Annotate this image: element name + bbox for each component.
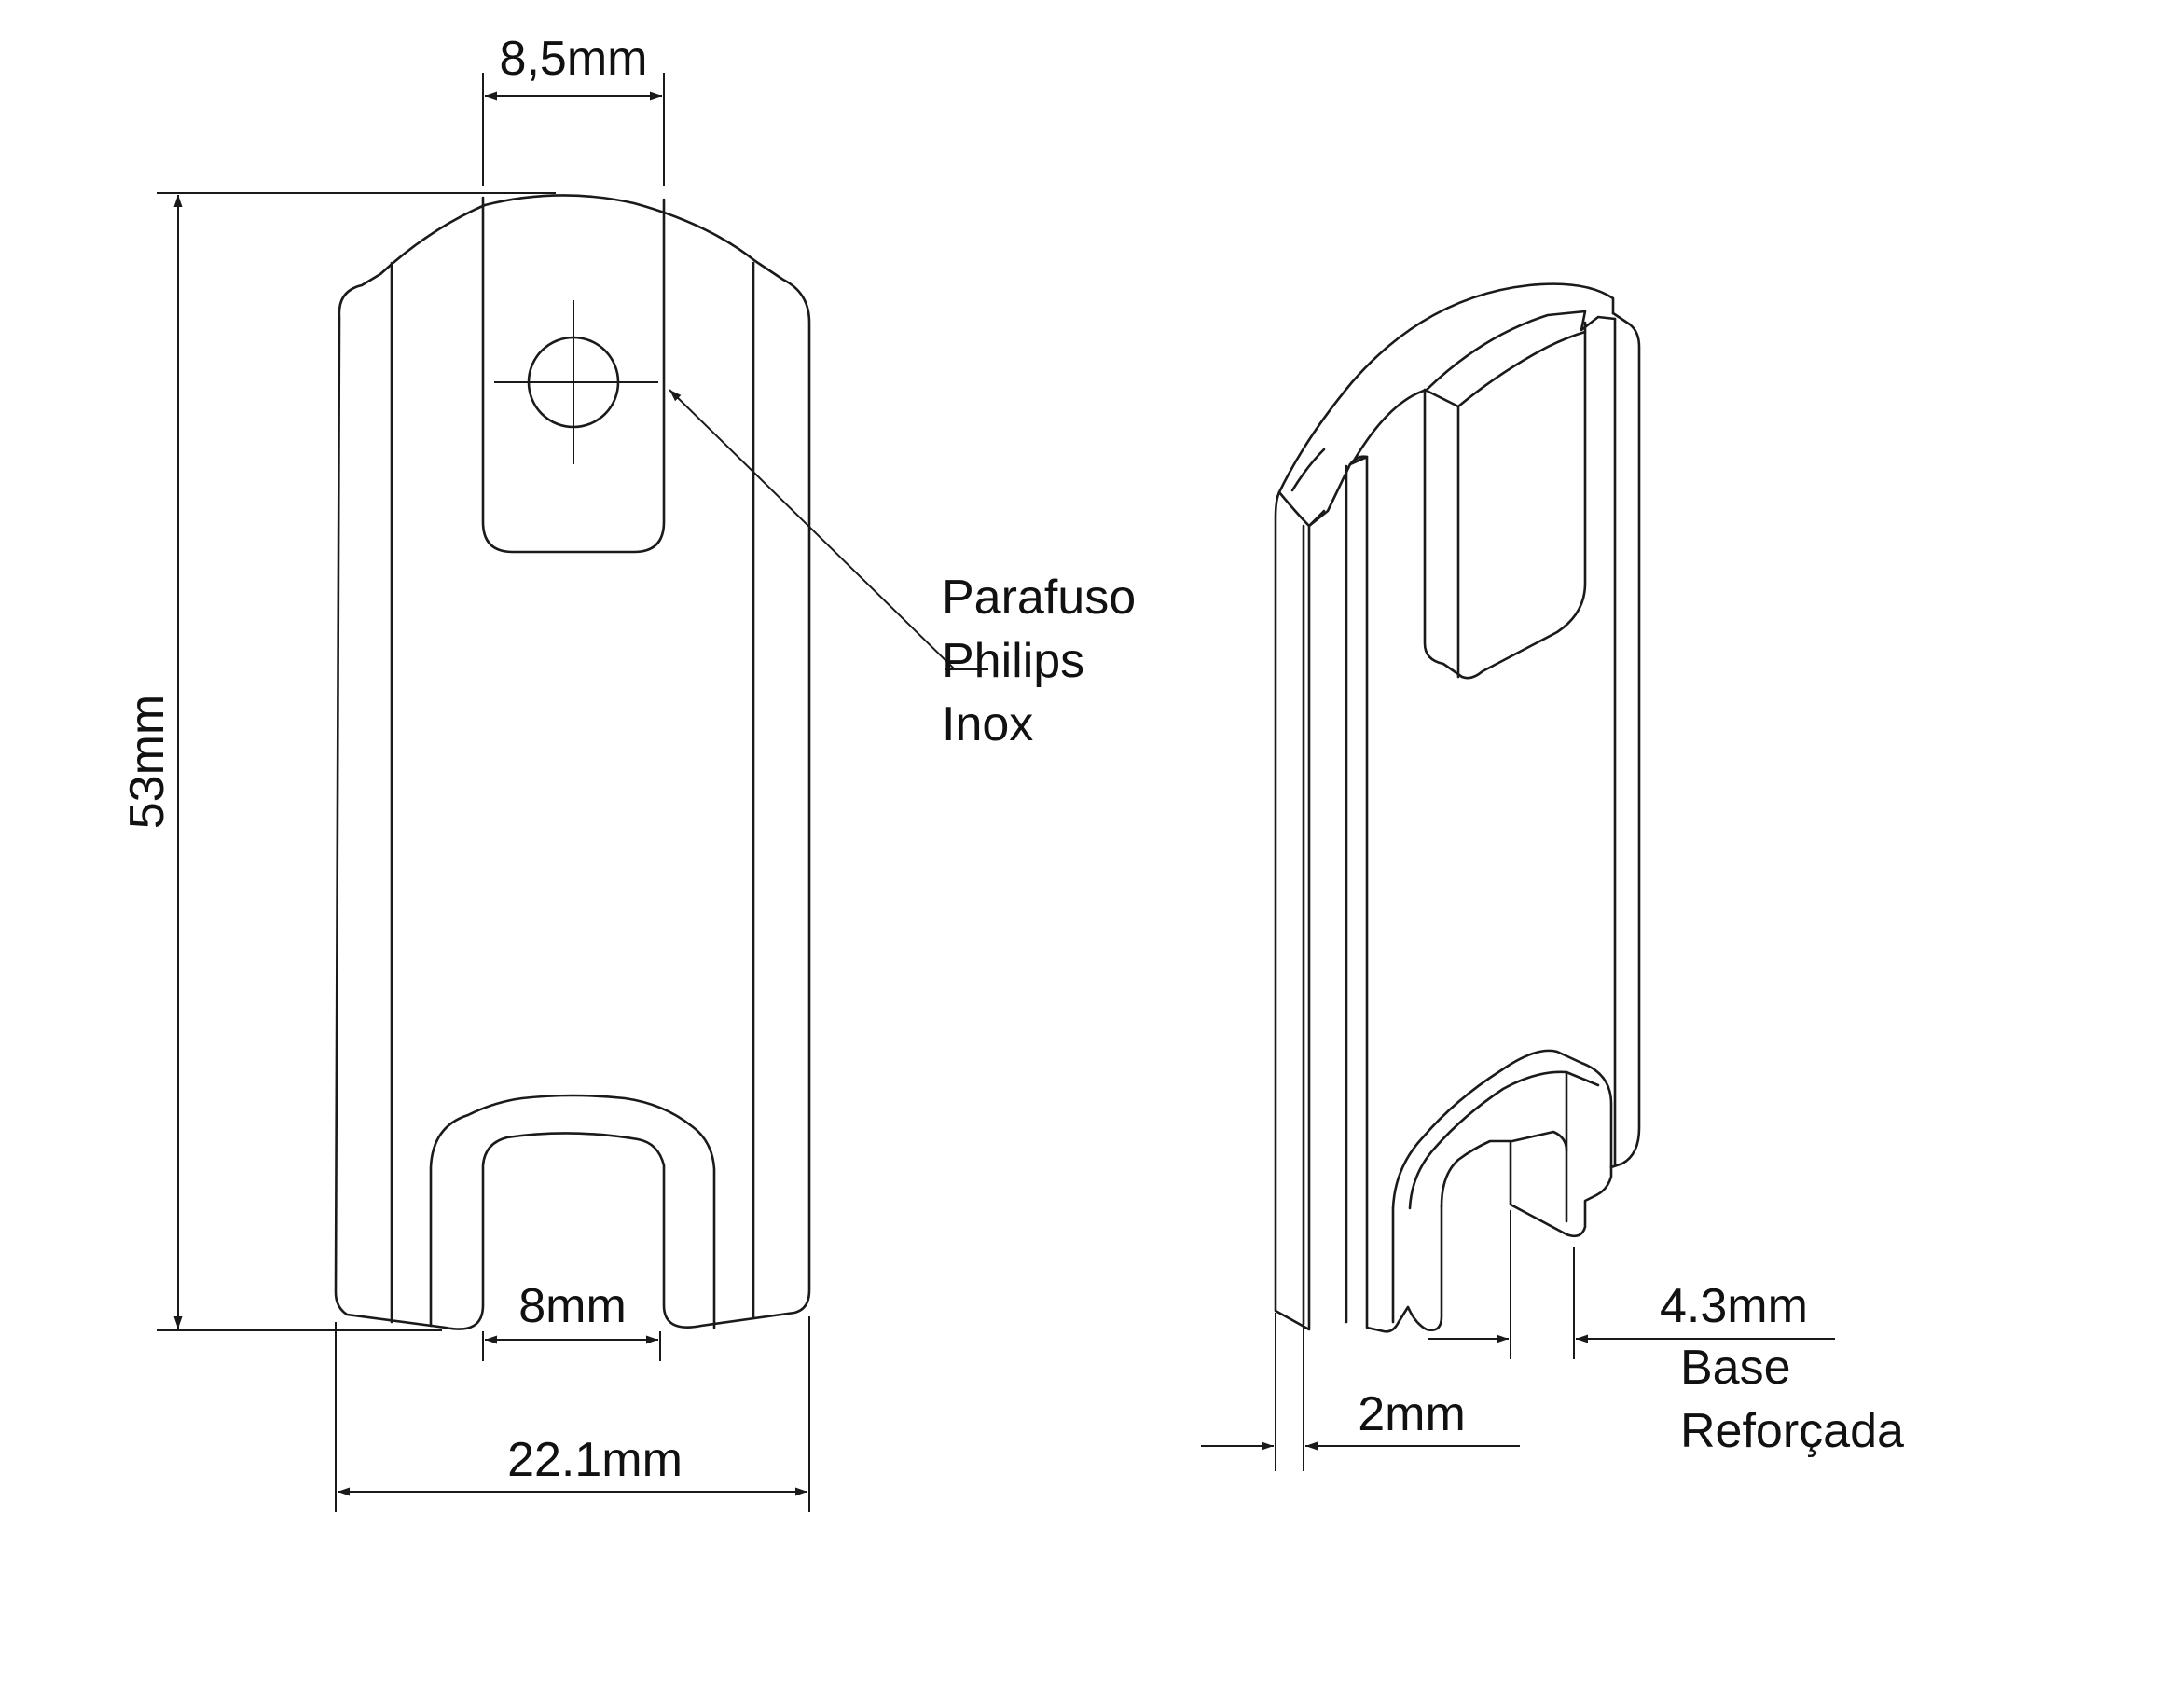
base-callout-line-1: Base <box>1680 1341 1791 1395</box>
side-top-arc <box>1277 282 1615 494</box>
dim-total-width: 22.1mm <box>507 1433 683 1487</box>
screw-callout: Parafuso Philips Inox <box>669 389 1136 751</box>
bottom-slot-rim <box>429 1094 716 1329</box>
back-plate <box>1609 311 1641 1169</box>
hanger-front-outline <box>334 194 811 1330</box>
base-callout-line-2: Reforçada <box>1680 1404 1904 1458</box>
dim-base-depth: 4.3mm <box>1660 1279 1808 1333</box>
front-view <box>334 194 811 1330</box>
reinforced-base <box>1391 1049 1613 1238</box>
side-view <box>1274 282 1641 1333</box>
side-screw-slot <box>1423 321 1587 680</box>
dim-screw-slot-width: 8,5mm <box>500 32 648 86</box>
screw-callout-line-1: Parafuso <box>942 571 1136 625</box>
screw-callout-line-2: Philips <box>942 634 1084 688</box>
screw-callout-line-3: Inox <box>942 697 1033 751</box>
dim-plate-thickness: 2mm <box>1358 1387 1466 1441</box>
screw-leader-line <box>669 389 956 670</box>
dim-slot-width: 8mm <box>518 1279 627 1333</box>
front-plate <box>1274 455 1443 1333</box>
front-dimensions: 8,5mm 53mm 8mm 22.1mm <box>120 32 810 1512</box>
dim-height: 53mm <box>120 695 174 829</box>
side-dimensions: 2mm 4.3mm Base Reforçada <box>1201 1210 1904 1471</box>
screw-slot <box>481 196 666 554</box>
